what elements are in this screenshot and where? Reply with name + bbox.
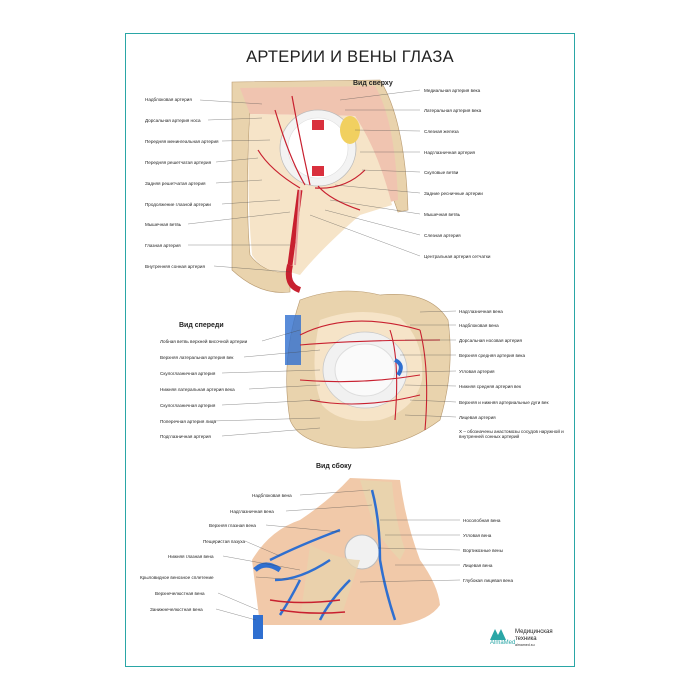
almamed-logo: AlmaMed Медицинская техника almamed.su [490,628,580,658]
top-right-label: Задние ресничные артерии [424,191,483,196]
side-right-label: Лицевая вена [463,563,493,568]
top-left-label: Продолжение глазной артерии [145,202,211,207]
logo-site: almamed.su [515,643,535,647]
front-view-illustration [285,290,451,449]
top-left-label: Глазная артерия [145,243,181,248]
top-left-label: Надблоковая артерия [145,97,192,102]
front-right-label: Верхняя средняя артерия века [459,353,526,358]
side-left-label: Верхнечелюстная вена [155,591,205,596]
top-left-label: Мышечная ветвь [145,222,182,227]
top-right-label: Мышечная ветвь [424,212,461,217]
side-left-label: Надглазничная вена [230,509,274,514]
front-left-label: Скулоглазничная артерия [160,371,216,376]
top-left-label: Дорсальная артерия носа [145,118,201,123]
top-view-leaders [187,89,421,273]
heading-top-view: Вид сверху [353,80,393,87]
top-right-label: Слезная артерия [424,233,461,238]
side-left-label: Пещеристая пазуха [203,539,246,544]
top-right-label: Скуловые ветви [424,170,459,175]
front-right-label: Лицевая артерия [459,415,496,420]
front-left-label: Лобная ветвь верхней височной артерии [160,339,248,344]
side-left-label: Занижнечелюстная вена [150,607,203,612]
top-left-label: Задняя решетчатая артерия [145,181,206,186]
front-left-label: Скулоглазничная артерия [160,403,216,408]
front-left-label: Подглазничная артерия [160,434,211,439]
side-right-label: Вортикозные вены [463,548,503,553]
top-right-label: Слезная железа [424,129,459,134]
front-left-label: Поперечная артерия лица [160,419,217,424]
top-right-label: Центральная артерия сетчатки [424,254,491,259]
side-left-label: Надблоковая вена [252,493,292,498]
side-view-illustration [252,478,440,639]
side-right-label: Глубокая лицевая вена [463,578,513,583]
top-view-illustration [231,79,409,293]
poster-title: АРТЕРИИ И ВЕНЫ ГЛАЗА [246,48,454,66]
top-right-label: Медиальная артерия века [424,88,481,93]
top-left-label: Передняя менингеальная артерия [145,139,219,144]
top-right-label: Латеральная артерия века [424,108,482,113]
front-anastomosis-note: Х – обозначены анастомозы сосудов наружн… [459,429,564,439]
side-right-label: Угловая вена [463,533,492,538]
side-left-label: Верхняя глазная вена [209,523,256,528]
logo-brand: AlmaMed [490,640,516,646]
logo-name-line1: Медицинская [515,629,553,635]
side-view-leaders [215,489,461,621]
front-right-label: Нижняя средняя артерия век [459,384,521,389]
side-left-label: Нижняя глазная вена [168,554,214,559]
top-left-label: Передняя решетчатая артерия [145,160,212,165]
heading-side-view: Вид сбоку [316,463,352,470]
almamed-logo-mark-icon [490,629,506,640]
front-right-label: Надглазничная вена [459,309,503,314]
side-right-label: Носолобная вена [463,518,501,523]
front-view-leaders [211,310,457,437]
logo-name: Медицинская техника [515,629,553,642]
top-left-label: Внутренняя сонная артерия [145,264,205,269]
side-left-label: Крыловидное венозное сплетение [140,575,214,580]
front-right-label: Надблоковая вена [459,323,499,328]
front-right-label: Верхняя и нижняя артериальные дуги век [459,400,549,405]
top-right-label: Надглазничная артерия [424,150,475,155]
front-left-label: Верхняя латеральная артерия век [160,355,234,360]
front-left-label: Нижняя латеральная артерия века [160,387,235,392]
front-right-label: Дорсальная носовая артерия [459,338,522,343]
logo-name-line2: техника [515,635,537,642]
heading-front-view: Вид спереди [179,322,224,329]
front-right-label: Угловая артерия [459,369,495,374]
